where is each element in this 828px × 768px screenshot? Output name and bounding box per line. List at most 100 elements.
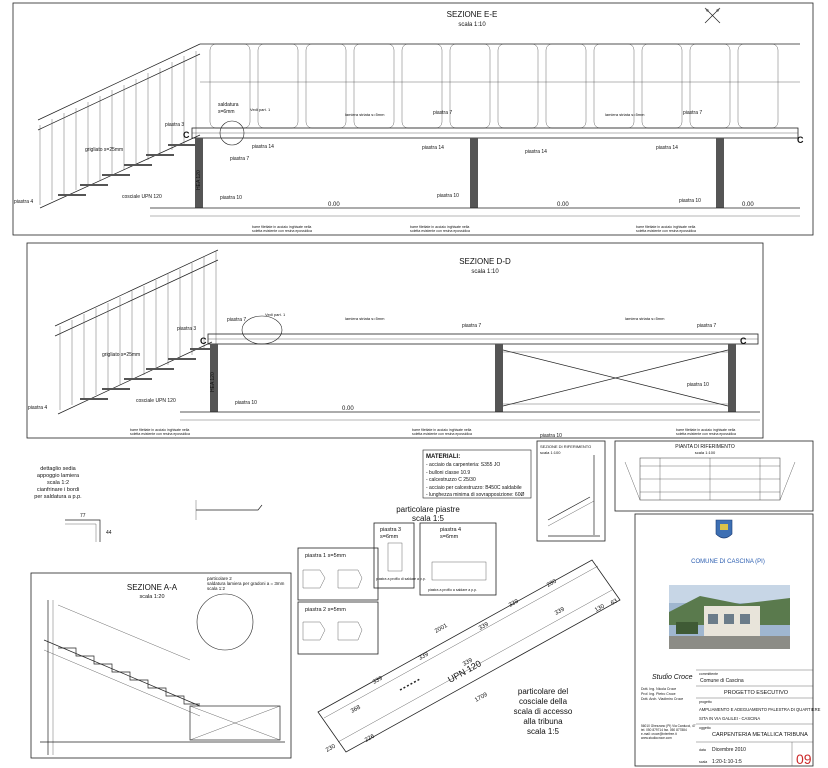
dettaglio-line-5: per saldatura a p.p. [34, 494, 82, 500]
label-hea-ee: HEA 120 [196, 170, 202, 190]
coat-of-arms-icon [715, 519, 733, 539]
cosc-dim-8: 339 [418, 651, 430, 661]
sezione-rif-title: SEZIONE DI RIFERIMENTO [540, 444, 591, 449]
dim-77: 77 [80, 513, 86, 519]
label-elev-ee-3: 0.00 [742, 202, 754, 208]
cosc-dim-13: 226 [364, 733, 376, 743]
cosc-dim-7: 339 [478, 621, 490, 631]
main-beam-ee [150, 120, 800, 217]
label-barre2-ee-1: soletta esistente con resina epossidica [252, 229, 312, 233]
studio-web: www.studiocroce.com [641, 736, 672, 740]
label-grigliato-ee: grigliato s=25mm [85, 147, 123, 153]
label-elev-ee-2: 0.00 [557, 202, 569, 208]
label-piastra7-dd-1: piastra 7 [227, 317, 246, 323]
materiali-item-3: - calcestruzzo C 25/30 [426, 477, 476, 483]
dettaglio-line-3: scala 1:2 [47, 480, 69, 486]
label-piastra7-ee-2: piastra 7 [683, 110, 702, 116]
data-label: data [699, 748, 706, 752]
staff-1: Dott. Ing. Nicola Croce [641, 687, 676, 691]
label-barre-ee-3: barre filettate in acciaio inghisate nel… [636, 225, 695, 229]
c-marker-left-ee: C [183, 130, 190, 140]
pianta-riferimento: PIANTA DI RIFERIMENTO scala 1:100 [614, 440, 814, 512]
studio-tel: tel. 050 879714 fax. 050 877884 [641, 728, 687, 732]
label-elev-dd: 0.00 [342, 406, 354, 412]
title-block: COMUNE DI CASCINA (PI) Studio Croce Dott… [634, 513, 821, 767]
materiali-item-1: - acciaio da carpenteria: S355 JO [426, 462, 500, 468]
piastra3-note: piastra a profilo di saldare a p.p. [376, 577, 426, 581]
cosc-dim-4: 130 [594, 603, 606, 613]
piastra3-label: piastra 3 [380, 527, 401, 533]
label-piastra7-ee-1: piastra 7 [433, 110, 452, 116]
cosc-dim-14: 230 [325, 743, 337, 753]
c-marker-left-dd: C [200, 336, 207, 346]
fase-value: PROGETTO ESECUTIVO [724, 690, 789, 696]
materiali-title: MATERIALI: [426, 454, 460, 460]
pianta-rif-scale: scala 1:100 [695, 450, 716, 455]
label-barre-ee-2: barre filettate in acciaio inghisate nel… [410, 225, 469, 229]
piastre-scale: scala 1:5 [412, 514, 445, 523]
c-marker-right-ee: C [797, 135, 804, 145]
section-aa-title: SEZIONE A-A [127, 583, 178, 592]
label-piastra10-ee-2: piastra 10 [437, 193, 459, 199]
stair-steps-dd [57, 341, 218, 415]
label-cosciale-ee: cosciale UPN 120 [122, 194, 162, 200]
label-barre2-dd-3: soletta esistente con resina epossidica [676, 432, 736, 436]
scala-value: 1:20-1:10-1:5 [712, 759, 742, 765]
dettaglio-line-2: appoggio lamiera [37, 473, 80, 479]
main-beam-dd [180, 315, 760, 421]
committente-value: Comune di Cascina [700, 678, 744, 684]
dettaglio-line-1: dettaglio sedia [40, 466, 76, 472]
stair-steps-ee [39, 134, 201, 209]
label-barre2-ee-2: soletta esistente con resina epossidica [410, 229, 470, 233]
label-barre-dd-2: barre filettate in acciaio inghisate nel… [412, 428, 471, 432]
section-ee: SEZIONE E-E scala 1:10 [12, 2, 814, 236]
aa-note-1: particolare 2 [207, 576, 232, 581]
label-piastra7-dd-3: piastra 7 [697, 323, 716, 329]
cosc-dim-6: 2001 [434, 623, 449, 635]
section-dd-title: SEZIONE D-D [459, 257, 511, 266]
cosc-dim-10: 1709 [474, 692, 489, 704]
studio-logo: Studio Croce [652, 674, 693, 681]
c-marker-right-dd: C [740, 336, 747, 346]
piastre-title: particolare piastre [396, 505, 460, 514]
piastra1-label: piastra 1 s=5mm [305, 553, 346, 559]
dettaglio-line-4: cianfrinare i bordi [37, 487, 79, 493]
label-saldatura-ee: saldatura [218, 102, 239, 108]
building-photo [669, 585, 790, 649]
label-piastra7-ee-3: piastra 7 [230, 156, 249, 162]
studio-email: e-mail: croce@interfree.it [641, 732, 677, 736]
stair-railing-ee [37, 43, 201, 205]
cosc-dim-2: 339 [508, 598, 520, 608]
north-arrow [704, 7, 721, 24]
label-piastra10-dd-1: piastra 10 [235, 400, 257, 406]
label-barre-dd-1: barre filettate in acciaio inghisate nel… [130, 428, 189, 432]
sito-value: SITA IN VIA GALILEI - CASCINA [699, 716, 760, 721]
label-elev-ee-1: 0.00 [328, 202, 340, 208]
cosciale-line-3: scala di accesso [514, 707, 573, 716]
label-piastra14-ee-2: piastra 14 [422, 145, 444, 151]
detail-sedia: dettaglio sedia appoggio lamiera scala 1… [34, 466, 263, 542]
label-lamiera-ee-1: lamiera striata s=5mm [345, 112, 385, 117]
oggetto-value: CARPENTERIA METALLICA TRIBUNA [712, 732, 808, 738]
label-grigliato-dd: grigliato s=25mm [102, 352, 140, 358]
label-vedi-ee: Vedi part. 1 [250, 107, 271, 112]
section-aa-scale: scala 1:20 [139, 594, 164, 600]
label-piastra4-dd: piastra 4 [28, 405, 47, 411]
pianta-rif-title: PIANTA DI RIFERIMENTO [675, 444, 735, 450]
label-piastra10-dd-2: piastra 10 [687, 382, 709, 388]
label-piastra14-ee-1: piastra 14 [252, 144, 274, 150]
label-barre-ee-1: barre filettate in acciaio inghisate nel… [252, 225, 311, 229]
label-piastra3-ee: piastra 3 [165, 122, 184, 128]
label-lamiera-ee-2: lamiera striata s=5mm [605, 112, 645, 117]
aa-note-2: saldatura lamiera per gradoni a = 3mm [207, 581, 285, 586]
cosc-dim-3: 339 [554, 606, 566, 616]
label-barre2-dd-2: soletta esistente con resina epossidica [412, 432, 472, 436]
label-piastra14-ee-3: piastra 14 [525, 149, 547, 155]
label-piastra4-ee: piastra 4 [14, 199, 33, 205]
piastra2-label: piastra 2 s=5mm [305, 607, 346, 613]
section-dd: SEZIONE D-D scala 1:10 [26, 242, 764, 439]
top-railing-ee [200, 43, 800, 129]
cosciale-line-4: alla tribuna [523, 717, 563, 726]
sezione-riferimento: SEZIONE DI RIFERIMENTO scala 1:100 [536, 440, 606, 542]
